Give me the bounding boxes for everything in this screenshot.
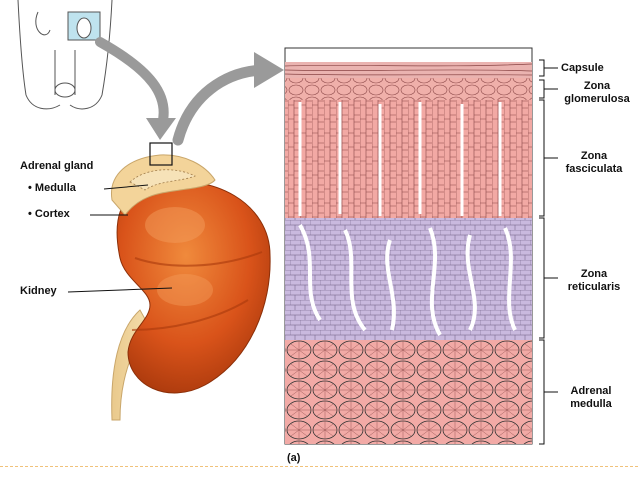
adrenal-zoom-box: [149, 142, 173, 166]
kidney-leader: [67, 287, 173, 293]
label-adrenal-medulla-1: Adrenal: [570, 385, 612, 397]
body-outline-icon: [17, 0, 113, 110]
label-zona-glomerulosa-2: glomerulosa: [564, 93, 630, 105]
inset-kidney-icon: [76, 17, 92, 39]
glomerulosa-layer: [285, 78, 532, 100]
medulla-layer: [285, 340, 532, 444]
label-adrenal-medulla-2: medulla: [570, 398, 612, 410]
bottom-divider: [0, 466, 638, 467]
label-medulla-item: • Medulla: [28, 182, 76, 194]
panel-label: (a): [287, 452, 301, 464]
label-zona-reticularis-1: Zona: [580, 268, 608, 280]
zone-brackets: [539, 59, 558, 445]
label-capsule: Capsule: [561, 62, 604, 74]
label-medulla: Medulla: [34, 182, 76, 194]
zoom-arrow-head: [254, 52, 284, 88]
label-zona-glomerulosa-1: Zona: [583, 80, 611, 92]
label-kidney: Kidney: [20, 285, 57, 297]
label-cortex-item: • Cortex: [28, 208, 70, 220]
label-zona-fasciculata-2: fasciculata: [565, 163, 623, 175]
inset-arrow: [95, 37, 169, 130]
reticularis-layer: [285, 218, 532, 340]
label-adrenal-gland: Adrenal gland: [20, 160, 94, 172]
kidney: [116, 181, 271, 394]
label-zona-fasciculata-1: Zona: [580, 150, 608, 162]
label-cortex: Cortex: [34, 208, 70, 220]
histology-panel: [284, 47, 533, 445]
medulla-leader: [103, 184, 149, 190]
zoom-arrow: [172, 64, 268, 146]
fasciculata-layer: [285, 100, 532, 218]
inset-arrow-head: [146, 118, 176, 140]
label-zona-reticularis-2: reticularis: [567, 281, 621, 293]
